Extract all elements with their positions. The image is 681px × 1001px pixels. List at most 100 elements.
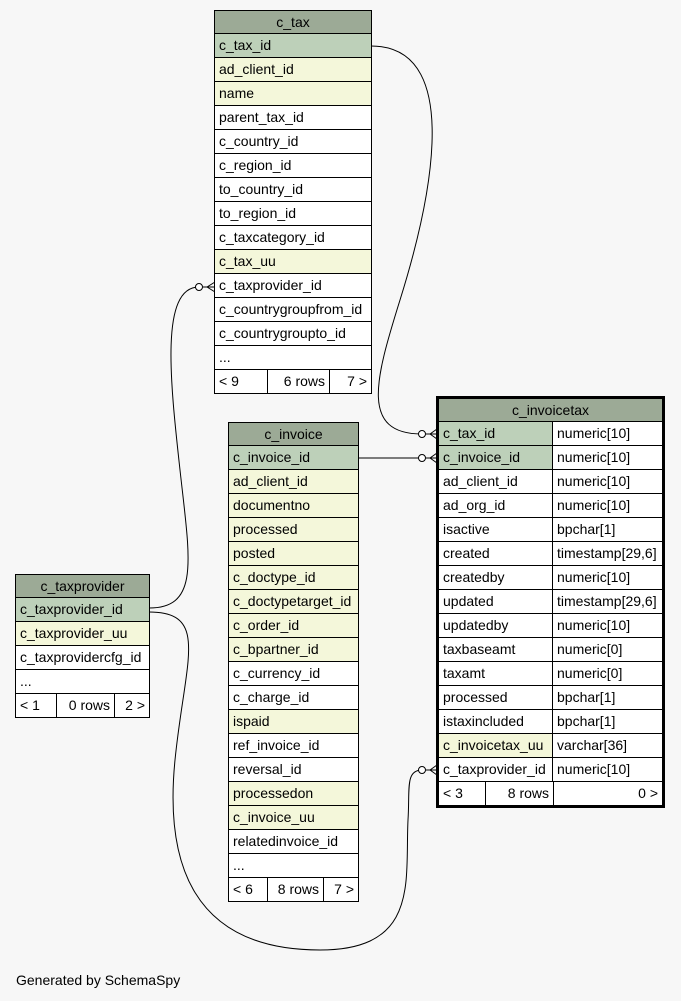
column-type: bpchar[1] [552, 518, 662, 541]
column-type: varchar[36] [552, 734, 662, 757]
column-name: c_countrygroupfrom_id [219, 301, 363, 317]
column-type: numeric[10] [552, 758, 662, 781]
column-type: numeric[10] [552, 422, 662, 445]
table-c_taxprovider[interactable]: c_taxprovider c_taxprovider_id c_taxprovi… [15, 574, 150, 718]
crowsfoot-marker-c_taxprovider_id-invoicetax [418, 764, 438, 776]
column-row[interactable]: c_region_id [215, 154, 371, 178]
column-row[interactable]: c_order_id [229, 614, 358, 638]
column-row[interactable]: c_countrygroupto_id [215, 322, 371, 346]
column-row[interactable]: posted [229, 542, 358, 566]
column-row[interactable]: c_countrygroupfrom_id [215, 298, 371, 322]
table-title[interactable]: c_invoicetax [439, 399, 662, 422]
column-name: c_taxprovidercfg_id [20, 649, 142, 665]
column-row[interactable]: c_tax_uu [215, 250, 371, 274]
column-name: c_tax_id [443, 425, 496, 441]
column-name: c_invoicetax_uu [443, 737, 544, 753]
column-name: c_taxprovider_id [443, 761, 546, 777]
column-type: numeric[10] [552, 614, 662, 637]
table-title[interactable]: c_tax [215, 11, 371, 34]
column-row[interactable]: ... [16, 670, 149, 694]
column-row[interactable]: ... [215, 346, 371, 370]
footer-children[interactable]: 7 > [329, 370, 371, 393]
column-row[interactable]: to_country_id [215, 178, 371, 202]
table-title[interactable]: c_taxprovider [16, 575, 149, 598]
column-row[interactable]: c_doctype_id [229, 566, 358, 590]
footer-children[interactable]: 0 > [553, 782, 662, 805]
footer-parents[interactable]: < 9 [219, 373, 239, 389]
column-row[interactable]: parent_tax_id [215, 106, 371, 130]
footer-rows: 8 rows [485, 782, 553, 805]
column-name: name [219, 85, 255, 101]
edge-c_taxprovider-to-c_tax [148, 286, 200, 609]
column-name: ad_client_id [233, 473, 308, 489]
column-row[interactable]: to_region_id [215, 202, 371, 226]
column-row[interactable]: c_invoicetax_uu varchar[36] [439, 734, 662, 758]
column-name: c_taxprovider_id [20, 601, 123, 617]
column-name: documentno [233, 497, 311, 513]
column-row[interactable]: c_doctypetarget_id [229, 590, 358, 614]
column-name: c_tax_id [219, 37, 272, 53]
column-row[interactable]: c_taxprovider_id numeric[10] [439, 758, 662, 782]
column-name: c_region_id [219, 157, 292, 173]
column-row[interactable]: c_taxcategory_id [215, 226, 371, 250]
column-row[interactable]: c_charge_id [229, 686, 358, 710]
column-name: updatedby [443, 617, 509, 633]
column-row[interactable]: name [215, 82, 371, 106]
column-row[interactable]: c_country_id [215, 130, 371, 154]
column-row[interactable]: c_taxprovidercfg_id [16, 646, 149, 670]
column-row[interactable]: ad_client_id [229, 470, 358, 494]
crowsfoot-marker-c_invoice_id [418, 452, 438, 464]
footer-parents[interactable]: < 1 [20, 697, 40, 713]
column-name: processedon [233, 785, 314, 801]
column-row[interactable]: ispaid [229, 710, 358, 734]
column-row[interactable]: c_currency_id [229, 662, 358, 686]
column-name: ispaid [233, 713, 270, 729]
column-row[interactable]: c_tax_id numeric[10] [439, 422, 662, 446]
column-row[interactable]: c_tax_id [215, 34, 371, 58]
column-name: ad_client_id [219, 61, 294, 77]
column-row[interactable]: updatedby numeric[10] [439, 614, 662, 638]
column-row[interactable]: c_bpartner_id [229, 638, 358, 662]
column-row[interactable]: processedon [229, 782, 358, 806]
column-name: ad_client_id [443, 473, 518, 489]
column-name: parent_tax_id [219, 109, 304, 125]
footer-parents[interactable]: < 3 [443, 785, 463, 801]
column-name: c_invoice_uu [233, 809, 315, 825]
column-row[interactable]: ref_invoice_id [229, 734, 358, 758]
column-name: c_charge_id [233, 689, 310, 705]
footer-rows: 6 rows [267, 370, 329, 393]
column-row[interactable]: c_invoice_id [229, 446, 358, 470]
column-row[interactable]: processed [229, 518, 358, 542]
column-row[interactable]: reversal_id [229, 758, 358, 782]
column-row[interactable]: c_taxprovider_id [16, 598, 149, 622]
footer-children[interactable]: 2 > [114, 694, 149, 717]
column-row[interactable]: c_taxprovider_uu [16, 622, 149, 646]
column-row[interactable]: ad_client_id [215, 58, 371, 82]
column-name: c_doctype_id [233, 569, 316, 585]
column-row[interactable]: c_taxprovider_id [215, 274, 371, 298]
column-row[interactable]: relatedinvoice_id [229, 830, 358, 854]
footer-parents[interactable]: < 6 [233, 881, 253, 897]
column-row[interactable]: c_invoice_uu [229, 806, 358, 830]
column-row[interactable]: documentno [229, 494, 358, 518]
column-name: c_bpartner_id [233, 641, 319, 657]
column-row[interactable]: ... [229, 854, 358, 878]
column-name: ... [20, 673, 32, 689]
column-type: timestamp[29,6] [552, 542, 662, 565]
footer-children[interactable]: 7 > [323, 878, 358, 901]
table-title[interactable]: c_invoice [229, 423, 358, 446]
